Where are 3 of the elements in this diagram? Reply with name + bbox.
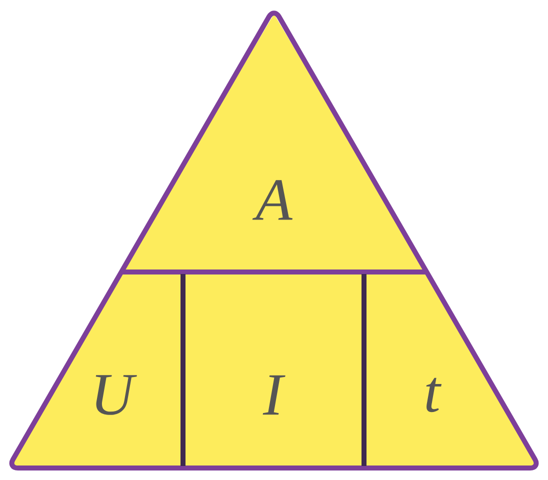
triangle-section: U (10, 272, 183, 466)
triangle-section: t (364, 272, 538, 466)
triangle-section: I (183, 272, 364, 466)
